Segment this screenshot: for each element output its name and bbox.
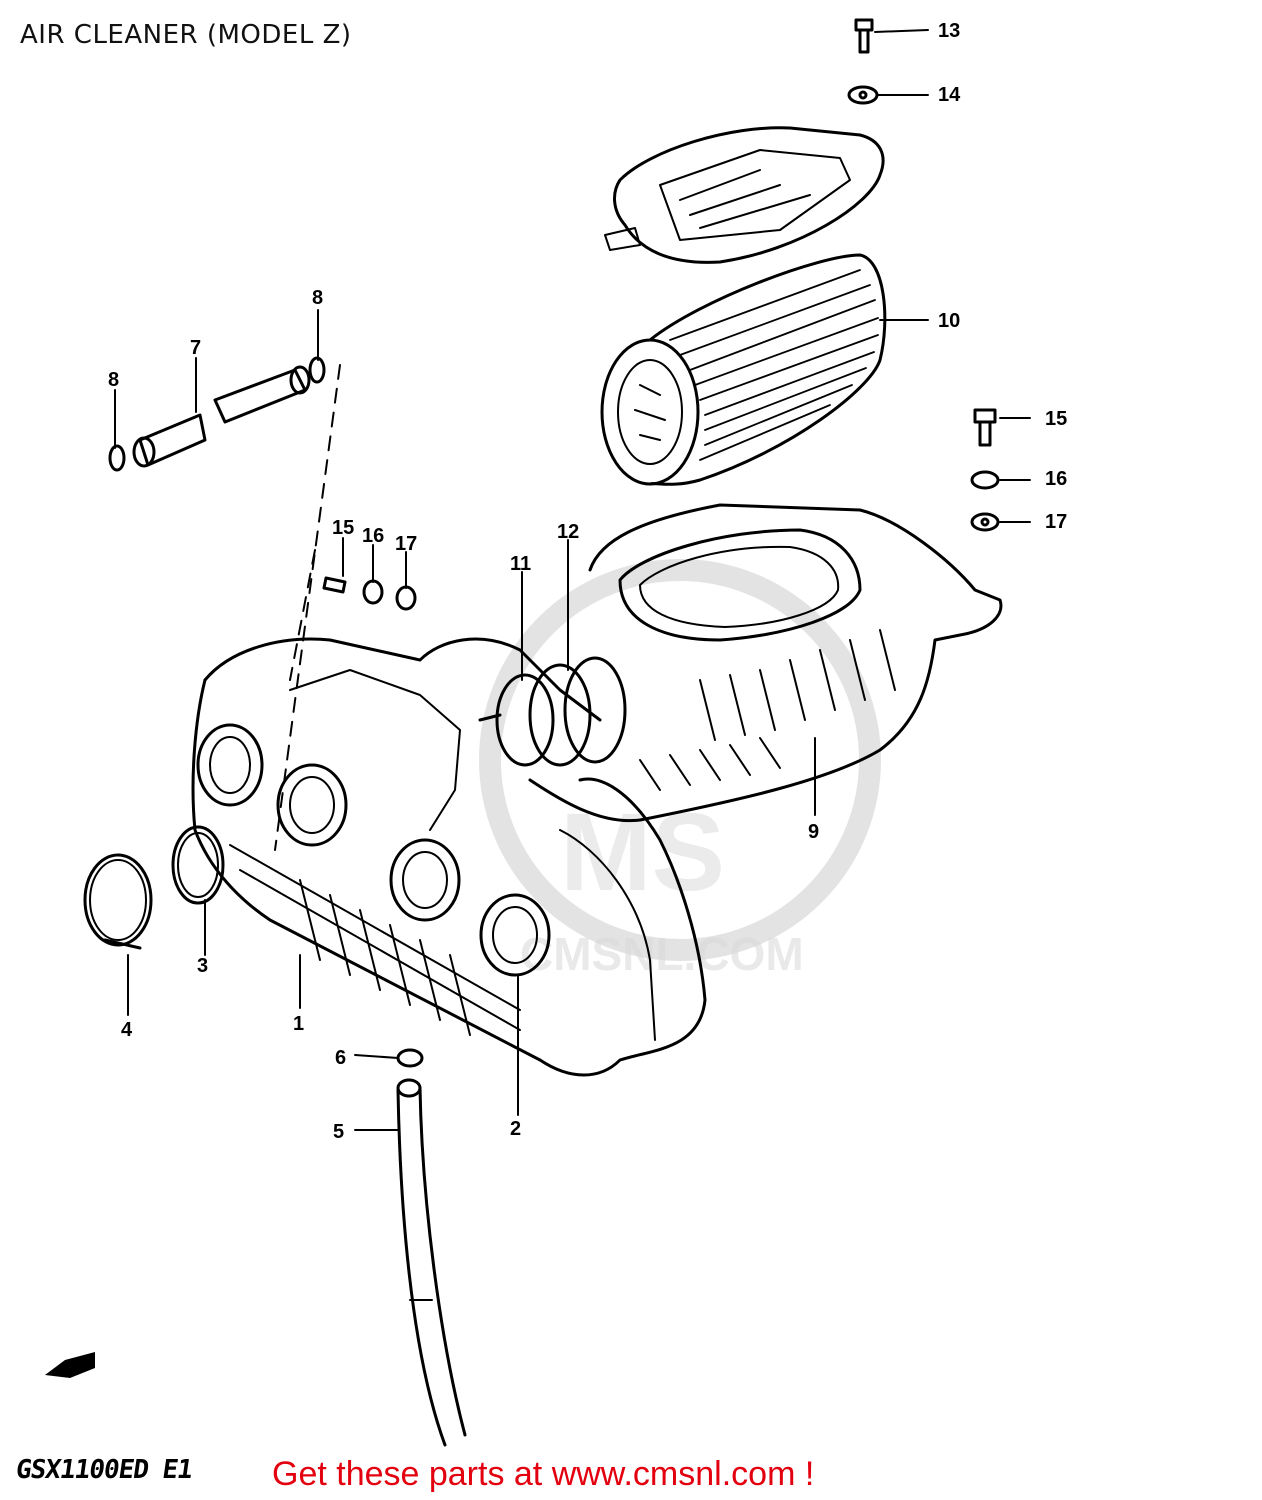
part-label: 8 [312, 287, 323, 309]
part-label: 5 [333, 1121, 344, 1143]
part-label: 2 [510, 1118, 521, 1140]
connector-bellows [478, 656, 627, 767]
direction-arrow-icon [45, 1352, 95, 1378]
air-cleaner-cover [604, 126, 885, 264]
part-label: 15 [1045, 408, 1067, 430]
part-label: 1 [293, 1013, 304, 1035]
part-label: 8 [108, 369, 119, 391]
part-label: 10 [938, 310, 960, 332]
part-label: 4 [121, 1019, 133, 1041]
intake-boots [196, 723, 551, 977]
part-label: 17 [1045, 511, 1067, 533]
part-label: 17 [395, 533, 417, 555]
filter-element [600, 253, 887, 486]
page-title: AIR CLEANER (MODEL Z) [20, 20, 352, 50]
part-label: 9 [808, 821, 819, 843]
part-labels: 1 2 3 4 5 6 7 8 8 9 10 11 12 13 14 15 16… [108, 20, 1067, 1143]
watermark-text: CMSNL.COM [520, 928, 804, 980]
breather-hose [108, 356, 326, 472]
clamps [83, 825, 225, 950]
hardware-fasteners [322, 18, 1000, 611]
part-label: 16 [1045, 468, 1067, 490]
drain-hose [396, 1048, 467, 1447]
part-label: 7 [190, 337, 201, 359]
part-label: 16 [362, 525, 384, 547]
part-label: 12 [557, 521, 579, 543]
shop-link[interactable]: Get these parts at www.cmsnl.com ! [272, 1455, 815, 1493]
part-label: 13 [938, 20, 960, 42]
part-label: 15 [332, 517, 354, 539]
part-label: 14 [938, 84, 961, 106]
part-label: 6 [335, 1047, 346, 1069]
part-label: 3 [197, 955, 208, 977]
leader-lines [114, 29, 1031, 1131]
part-label: 11 [510, 553, 531, 575]
model-code: GSX1100ED E1 [13, 1455, 194, 1485]
air-cleaner-housing [191, 637, 707, 1077]
air-cleaner-case [528, 503, 1003, 823]
